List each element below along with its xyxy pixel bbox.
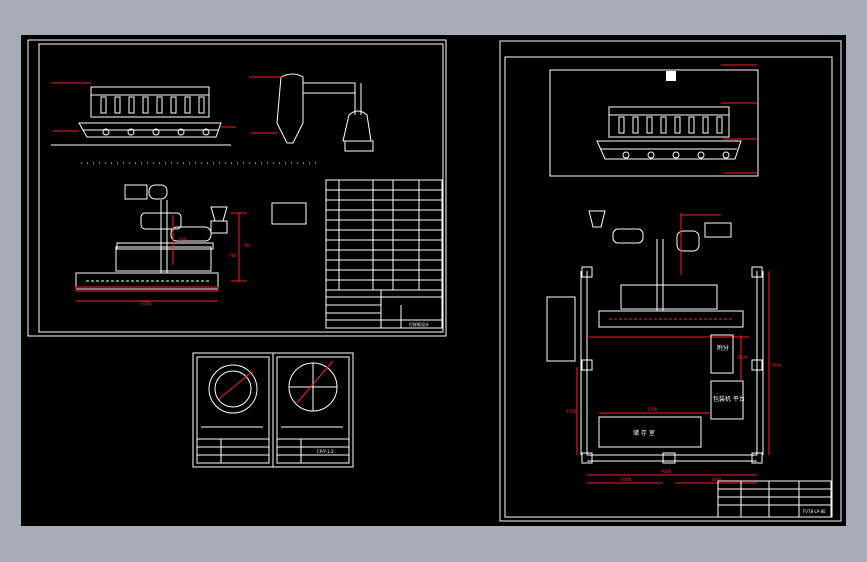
dim-label-s1-4: 500 — [179, 237, 187, 242]
room-a-label: 附分 — [717, 344, 729, 352]
room-a — [710, 334, 734, 374]
sheet-3-inner-border — [504, 56, 833, 518]
dryer-elevation — [596, 64, 757, 174]
small-detail-box — [271, 202, 307, 225]
sheet-3-title-block: FVT8-LP-80 — [717, 480, 832, 518]
dryer-side-view — [51, 82, 236, 146]
floor-plan: 附分 包装机 平台 储 存 室 7000 1500 3700 9000 6000… — [546, 210, 782, 484]
dim-label-s3-4: 9000 — [661, 469, 672, 474]
room-b-label: 包装机 平台 — [713, 395, 745, 403]
cad-drawing-canvas[interactable]: 6700 780 790 500 打样纸设计 — [21, 35, 846, 526]
flange-detail-left — [208, 364, 258, 414]
sheet-1: 6700 780 790 500 打样纸设计 — [27, 39, 447, 337]
sheet-1-outer-border — [27, 39, 447, 337]
sheet-2-drawing-code: CP/Y-1-2 — [317, 449, 334, 454]
sheet-3-outer-border — [499, 40, 842, 522]
dim-label-s1-2: 780 — [229, 253, 237, 258]
dryer-plan-view: 6700 780 790 500 — [75, 184, 251, 306]
dim-label-s3-7: 2700 — [647, 407, 658, 412]
dim-label-s1-1: 6700 — [141, 301, 152, 306]
parts-list-table: 打样纸设计 — [325, 179, 443, 329]
sheet-3-drawing-code: FVT8-LP-80 — [803, 509, 826, 514]
dim-label-s3-2: 1500 — [737, 355, 748, 360]
cyclone-separator — [249, 73, 374, 152]
room-c — [598, 416, 702, 448]
dim-label-s3-3: 3700 — [566, 409, 577, 414]
elevation-marker — [666, 71, 676, 81]
dim-label-s3-6: 1600 — [711, 477, 722, 482]
room-c-label: 储 存 室 — [633, 429, 655, 437]
dim-label-s1-3: 790 — [243, 243, 251, 248]
dim-label-s3-5: 6000 — [621, 477, 632, 482]
elevation-view-frame — [549, 69, 759, 177]
room-b — [710, 380, 744, 420]
sheet-1-drawing-code: 打样纸设计 — [409, 321, 429, 327]
sheet-2: CP/Y-1-2 — [192, 352, 354, 468]
dim-label-s3-1: 7000 — [771, 363, 782, 368]
cad-drawing-svg: 6700 780 790 500 打样纸设计 — [27, 39, 842, 522]
sheet-3: 附分 包装机 平台 储 存 室 7000 1500 3700 9000 6000… — [499, 40, 842, 522]
sheet-1-inner-border — [38, 43, 444, 333]
